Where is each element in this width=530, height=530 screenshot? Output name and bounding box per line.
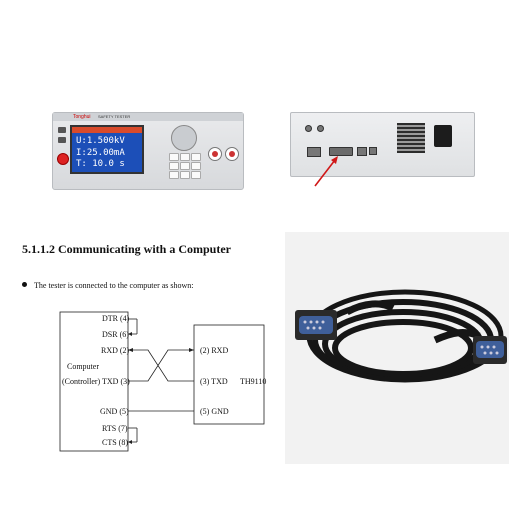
front-side-button [58,127,66,133]
red-arrow [314,156,338,187]
connector-right [473,336,507,364]
screen-line-current: I:25.00mA [76,148,125,158]
rear-terminal [305,125,312,132]
wire-txd [128,349,194,382]
pin-cts: CTS (8) [102,438,128,447]
cable-illustration [295,289,507,383]
screen-line-time: T: 10.0 s [76,159,125,169]
bullet-marker [22,282,27,287]
connector-left [295,310,337,340]
pin-gnd-left: GND (5) [100,407,129,416]
output-terminal [225,147,239,161]
controller-label: (Controller) [62,377,101,386]
pin-rts: RTS (7) [102,424,128,433]
device-model: SAFETY TESTER [98,114,131,119]
wire-rxd [128,349,194,382]
pin-txd-left: TXD (3) [102,377,130,386]
pin-txd-right: (3) TXD [200,377,228,386]
rear-terminal [317,125,324,132]
pin-dsr: DSR (6) [102,330,129,339]
fan-grille [397,123,425,153]
pin-dtr: DTR (4) [102,314,130,323]
serial-cable-photo [285,232,509,464]
rear-connector [307,147,321,157]
tester-box [193,324,265,425]
bullet-text: The tester is connected to the computer … [34,281,194,290]
screen-title-strip [72,127,142,133]
computer-box [59,311,129,452]
tester-front-photo: Tonghui SAFETY TESTER U:1.500kV I:25.00m… [52,112,244,190]
section-heading: 5.1.1.2 Communicating with a Computer [22,242,231,256]
device-screen: U:1.500kV I:25.00mA T: 10.0 s [70,125,144,174]
tester-rear-photo [290,112,475,177]
usb-port [369,147,377,155]
screen-line-voltage: U:1.500kV [76,136,125,146]
output-terminal [208,147,222,161]
front-top-bar [53,113,243,121]
device-brand: Tonghui [73,114,91,120]
pin-gnd-right: (5) GND [200,407,229,416]
pin-rxd-right: (2) RXD [200,346,229,355]
front-side-button [58,137,66,143]
keypad [169,123,209,183]
computer-label: Computer [67,362,99,371]
tester-label: TH9110 [240,377,267,386]
wiring-diagram [59,311,265,452]
rs232-port [329,147,353,156]
usb-port [357,147,367,156]
rotary-knob [171,125,197,151]
power-inlet [434,125,452,147]
power-switch [57,153,69,165]
pin-rxd-left: RXD (2) [101,346,130,355]
